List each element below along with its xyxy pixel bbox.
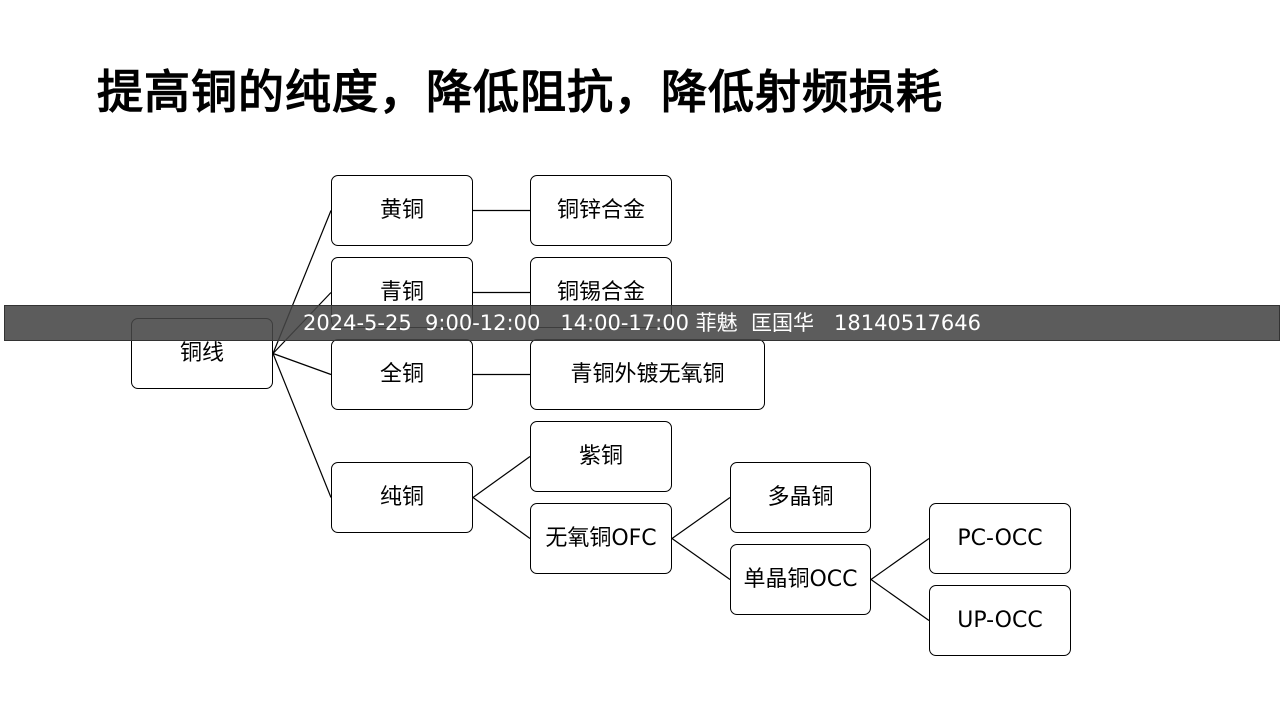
node-label: 黄铜 <box>379 197 424 223</box>
node-huang: 黄铜 <box>331 175 473 246</box>
node-ofc: 无氧铜OFC <box>530 503 672 574</box>
banner-text: 2024-5-25 9:00-12:00 14:00-17:00 菲魅 匡国华 … <box>303 311 981 335</box>
node-label: 多晶铜 <box>767 484 834 510</box>
edge-chun-zi <box>472 456 531 498</box>
edge-occ-pcocc <box>870 538 930 580</box>
node-qingdu: 青铜外镀无氧铜 <box>530 339 765 410</box>
node-label: 铜线 <box>179 340 224 366</box>
node-label: 铜锌合金 <box>556 197 645 223</box>
node-label: UP-OCC <box>957 607 1043 633</box>
edge-root-chun <box>272 353 332 498</box>
edge-root-quan <box>272 352 332 376</box>
node-label: 铜锡合金 <box>556 279 645 305</box>
overlay-banner: 2024-5-25 9:00-12:00 14:00-17:00 菲魅 匡国华 … <box>4 305 1280 341</box>
slide-title: 提高铜的纯度，降低阻抗，降低射频损耗 <box>97 65 943 119</box>
node-quan: 全铜 <box>331 339 473 410</box>
node-label: 纯铜 <box>379 484 424 510</box>
node-occ: 单晶铜OCC <box>730 544 871 615</box>
node-xinhj: 铜锌合金 <box>530 175 672 246</box>
edge-chun-ofc <box>472 497 531 539</box>
node-label: 紫铜 <box>578 443 623 469</box>
node-duojing: 多晶铜 <box>730 462 871 533</box>
node-label: 全铜 <box>379 361 424 387</box>
edge-occ-upocc <box>870 579 930 621</box>
node-label: 青铜 <box>379 279 424 305</box>
edge-ofc-duojing <box>671 497 731 539</box>
node-zi: 紫铜 <box>530 421 672 492</box>
node-label: 无氧铜OFC <box>545 525 657 551</box>
edge-ofc-occ <box>671 538 731 580</box>
node-label: 青铜外镀无氧铜 <box>570 361 725 387</box>
node-label: 单晶铜OCC <box>743 566 858 592</box>
node-upocc: UP-OCC <box>929 585 1071 656</box>
node-pcocc: PC-OCC <box>929 503 1071 574</box>
node-chun: 纯铜 <box>331 462 473 533</box>
node-label: PC-OCC <box>957 525 1043 551</box>
